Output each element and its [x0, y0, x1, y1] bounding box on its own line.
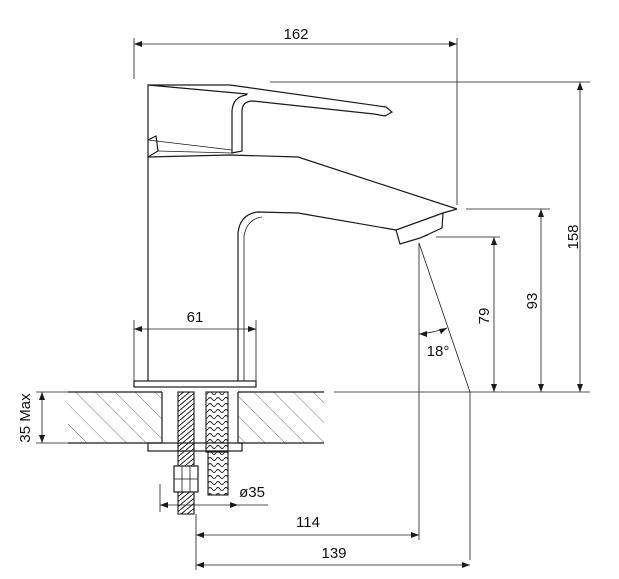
countertop-section: [68, 391, 324, 444]
dim-overall-width: 162: [283, 26, 308, 43]
fixing-washer: [147, 442, 243, 452]
dim-outlet-height: 79: [476, 308, 493, 325]
dim-fixing-diameter: ø35: [239, 484, 265, 501]
lever-handle: [147, 84, 394, 158]
dim-spout-height: 93: [524, 293, 541, 310]
dim-reach-tip: 139: [321, 545, 346, 562]
faucet-body: [133, 154, 458, 388]
dimension-lines: [36, 38, 590, 570]
dim-spout-angle: 18°: [427, 343, 450, 360]
countertop-hatch-right: [238, 392, 324, 443]
braided-hose-lower: [207, 450, 229, 496]
dimension-labels: 162 158 93 79 61 18° 35 Max ø35 114 139: [17, 26, 582, 562]
dim-deck-thickness: 35 Max: [17, 393, 34, 443]
spout-underside: [237, 211, 397, 381]
spout-top-edge: [147, 154, 458, 210]
threaded-rod: [177, 391, 195, 515]
braided-hose-upper: [205, 391, 229, 453]
dim-body-offset: 61: [187, 309, 204, 326]
dim-overall-height: 158: [565, 224, 582, 249]
aerator: [395, 212, 444, 245]
base-plate: [133, 380, 257, 388]
dim-reach-outlet: 114: [296, 514, 320, 531]
countertop-hatch-left: [68, 392, 162, 443]
fixing-assembly: [147, 391, 243, 515]
